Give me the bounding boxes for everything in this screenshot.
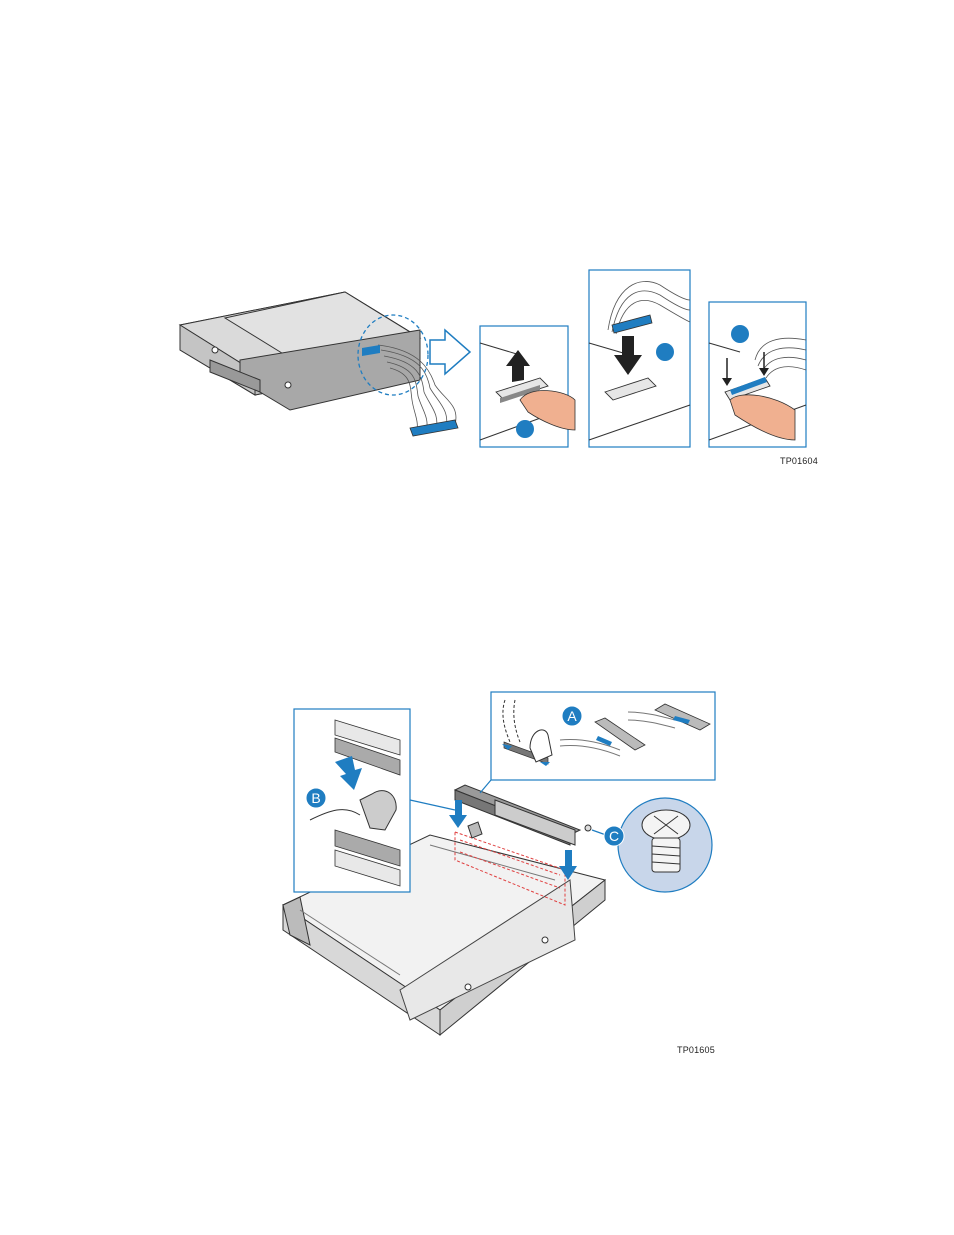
- callout-label-c: C: [609, 828, 619, 844]
- detail-panel-2: [589, 270, 690, 447]
- figure-2-tag: TP01605: [677, 1045, 715, 1055]
- drive-tray: [283, 835, 605, 1035]
- interposer-board: [455, 785, 591, 845]
- callout-label-b: B: [311, 790, 320, 806]
- figure-1-tag: TP01604: [780, 456, 818, 466]
- detail-panel-3: [709, 302, 806, 447]
- step-badge-3: [731, 325, 749, 343]
- callout-panel-a: A: [480, 692, 715, 793]
- callout-badge-c: [604, 826, 624, 846]
- detail-panel-1: [480, 326, 575, 447]
- insert-arrow-right-icon: [559, 850, 577, 880]
- figure-1-cable-install: [0, 0, 954, 500]
- step-badge-2: [656, 343, 674, 361]
- drive-assembly: [180, 292, 420, 410]
- callout-badge-b: [306, 788, 326, 808]
- zoom-arrow-icon: [430, 330, 470, 374]
- screw-small: [585, 825, 591, 831]
- callout-badge-a: [562, 706, 582, 726]
- connector-slot-outline: [455, 832, 565, 905]
- callout-label-a: A: [567, 708, 577, 724]
- latch: [468, 822, 482, 838]
- insert-arrow-left-icon: [449, 800, 467, 828]
- callout-panel-c: C: [592, 798, 712, 892]
- screw-head-icon: [642, 810, 690, 840]
- callout-b-arrow-icon: [335, 756, 362, 790]
- callout-panel-b: B: [294, 709, 455, 892]
- step-badge-1: [516, 420, 534, 438]
